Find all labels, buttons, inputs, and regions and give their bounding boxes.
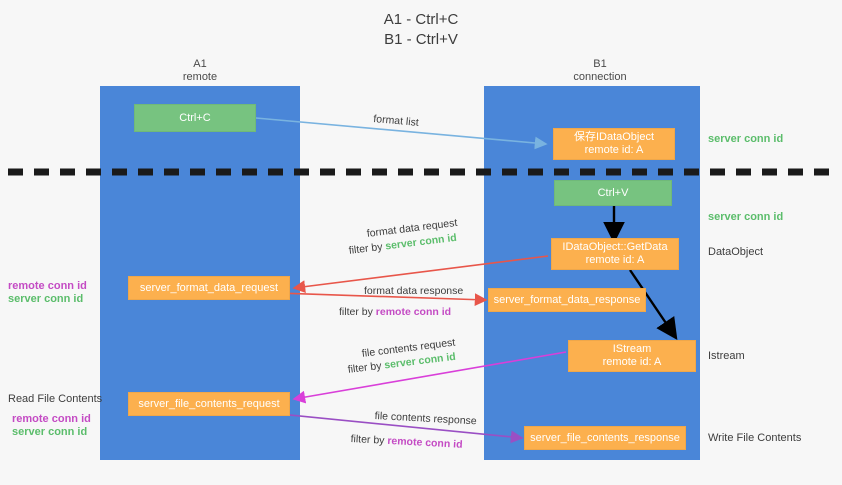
filter-value-2: remote conn id [375, 306, 452, 318]
title-line-2: B1 - Ctrl+V [384, 31, 458, 48]
filter-prefix-4: filter by [350, 432, 388, 447]
node-save-idataobject-label: 保存IDataObject [573, 131, 655, 143]
column-header-a1: A1 remote [140, 58, 260, 84]
column-b1-name: B1 [593, 58, 607, 70]
node-server-format-data-response[interactable]: server_format_data_response [488, 288, 646, 312]
node-save-idataobject[interactable]: 保存IDataObject remote id: A [553, 128, 675, 160]
node-ctrl-v-label: Ctrl+V [597, 186, 629, 199]
label-server-conn-id-second: server conn id [708, 211, 784, 223]
label-read-file-contents: Read File Contents [8, 393, 103, 405]
node-ctrl-c-label: Ctrl+C [179, 111, 211, 124]
label-remote-conn-id-mid: remote conn id [8, 280, 87, 292]
node-server-format-data-request[interactable]: server_format_data_request [128, 276, 290, 300]
node-server-format-data-request-label: server_format_data_request [139, 281, 279, 294]
edge-label-file-contents-response-filter: filter by remote conn id [350, 432, 463, 452]
filter-prefix-3: filter by [347, 359, 386, 376]
label-server-conn-id-mid: server conn id [8, 293, 84, 305]
column-b1-sub: connection [573, 71, 627, 83]
node-getdata[interactable]: IDataObject::GetData remote id: A [551, 238, 679, 270]
title-line-1: A1 - Ctrl+C [383, 11, 459, 28]
node-server-file-contents-request-label: server_file_contents_request [138, 397, 280, 410]
node-server-file-contents-request[interactable]: server_file_contents_request [128, 392, 290, 416]
column-a1-sub: remote [182, 71, 218, 83]
node-getdata-sub: remote id: A [585, 254, 645, 266]
node-istream[interactable]: IStream remote id: A [568, 340, 696, 372]
node-ctrl-v[interactable]: Ctrl+V [554, 180, 672, 206]
node-save-idataobject-sub: remote id: A [584, 144, 644, 156]
edge-label-file-contents-response: file contents response [374, 409, 477, 428]
edge-label-format-data-response: format data response [364, 285, 464, 297]
label-remote-conn-id-bottom: remote conn id [12, 413, 91, 425]
label-server-conn-id-top: server conn id [708, 133, 784, 145]
column-a1-name: A1 [193, 58, 207, 70]
column-header-b1: B1 connection [540, 58, 660, 84]
edge-label-format-data-response-filter: filter by remote conn id [339, 305, 451, 319]
label-write-file-contents: Write File Contents [708, 432, 802, 444]
label-istream: Istream [708, 350, 745, 362]
diagram-title: A1 - Ctrl+C B1 - Ctrl+V [0, 10, 842, 50]
label-dataobject: DataObject [708, 246, 764, 258]
node-ctrl-c[interactable]: Ctrl+C [134, 104, 256, 132]
filter-prefix-1: filter by [348, 240, 387, 257]
node-server-file-contents-response-label: server_file_contents_response [530, 431, 680, 444]
node-istream-label: IStream [612, 343, 652, 355]
filter-prefix-2: filter by [339, 306, 376, 318]
node-istream-sub: remote id: A [602, 356, 662, 368]
edge-label-format-list: format list [372, 112, 420, 129]
node-server-file-contents-response[interactable]: server_file_contents_response [524, 426, 686, 450]
node-server-format-data-response-label: server_format_data_response [493, 293, 641, 306]
label-server-conn-id-bottom: server conn id [12, 426, 88, 438]
node-getdata-label: IDataObject::GetData [562, 241, 668, 253]
filter-value-4: remote conn id [387, 434, 463, 451]
